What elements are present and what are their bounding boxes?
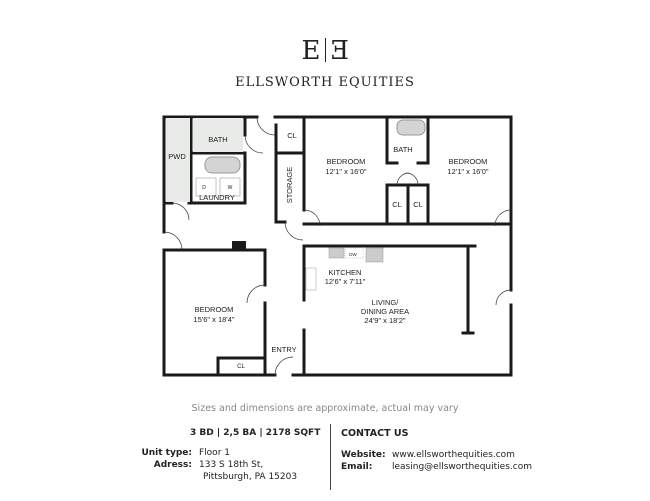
- svg-text:BATH: BATH: [208, 135, 227, 144]
- company-name: ELLSWORTH EQUITIES: [235, 75, 415, 90]
- website-link[interactable]: www.ellsworthequities.com: [392, 450, 515, 460]
- door-swing: [495, 289, 512, 306]
- chimney: [232, 241, 246, 249]
- svg-text:STORAGE: STORAGE: [285, 167, 294, 204]
- wall: [302, 115, 513, 226]
- door-swing: [256, 116, 276, 136]
- svg-text:PWD: PWD: [168, 152, 186, 161]
- unit-stats: 3 BD | 2,5 BA | 2178 SQFT: [190, 428, 321, 438]
- svg-text:CL: CL: [413, 200, 423, 209]
- svg-text:D: D: [202, 185, 206, 191]
- door-swing: [303, 209, 321, 227]
- svg-text:CL: CL: [392, 200, 402, 209]
- svg-text:15'6" x 18'4": 15'6" x 18'4": [193, 315, 234, 324]
- dryer-icon: [195, 177, 217, 197]
- address-line2: Pittsburgh, PA 15203: [203, 472, 298, 482]
- door-swing: [494, 209, 512, 227]
- door-swing: [405, 172, 419, 186]
- svg-text:DINING AREA: DINING AREA: [361, 307, 409, 316]
- website-label: Website:: [341, 450, 386, 460]
- svg-text:BEDROOM: BEDROOM: [449, 157, 488, 166]
- wall: [274, 115, 306, 224]
- bathtub-icon: [204, 156, 241, 174]
- svg-text:W: W: [228, 185, 233, 191]
- svg-text:LIVING/: LIVING/: [372, 298, 400, 307]
- washer-icon: [219, 177, 241, 197]
- unit-type-label: Unit type:: [141, 448, 192, 458]
- address-line1: 133 S 18th St,: [199, 460, 264, 470]
- pwd-floor: [166, 118, 190, 202]
- wall: [302, 244, 477, 377]
- svg-text:DW: DW: [349, 252, 357, 257]
- bath-floor: [193, 118, 243, 152]
- svg-text:CL: CL: [287, 131, 297, 140]
- svg-text:12'1" x 16'0": 12'1" x 16'0": [447, 167, 488, 176]
- disclaimer: Sizes and dimensions are approximate, ac…: [191, 403, 459, 414]
- bathtub-icon: [396, 119, 426, 136]
- wall: [162, 115, 247, 205]
- svg-text:12'1" x 16'0": 12'1" x 16'0": [325, 167, 366, 176]
- svg-text:BATH: BATH: [393, 145, 412, 154]
- svg-text:ENTRY: ENTRY: [271, 345, 296, 354]
- door-swing: [274, 356, 294, 376]
- svg-text:BEDROOM: BEDROOM: [327, 157, 366, 166]
- door-swing: [396, 172, 410, 186]
- dishwasher-icon: [344, 247, 364, 259]
- outer-wall: [162, 115, 513, 377]
- fridge-icon: [365, 247, 384, 263]
- svg-text:LAUNDRY: LAUNDRY: [199, 193, 235, 202]
- door-swing: [163, 231, 183, 251]
- door-swing: [246, 284, 266, 304]
- email-link[interactable]: leasing@ellsworthequities.com: [392, 462, 532, 472]
- divider: [330, 424, 331, 490]
- address-label: Adress:: [153, 460, 192, 470]
- contact-title: CONTACT US: [341, 428, 409, 439]
- svg-text:12'6" x 7'11": 12'6" x 7'11": [325, 277, 366, 286]
- svg-text:BEDROOM: BEDROOM: [195, 305, 234, 314]
- wall: [162, 248, 267, 377]
- door-swing: [171, 202, 190, 221]
- stove-icon: [305, 267, 317, 291]
- svg-text:KITCHEN: KITCHEN: [329, 268, 362, 277]
- svg-text:CL: CL: [237, 364, 245, 370]
- unit-type-value: Floor 1: [199, 448, 230, 458]
- svg-text:24'9" x 18'2": 24'9" x 18'2": [364, 316, 405, 325]
- door-swing: [244, 134, 264, 154]
- sink-icon: [328, 247, 345, 259]
- door-swing: [284, 221, 304, 241]
- email-label: Email:: [341, 462, 373, 472]
